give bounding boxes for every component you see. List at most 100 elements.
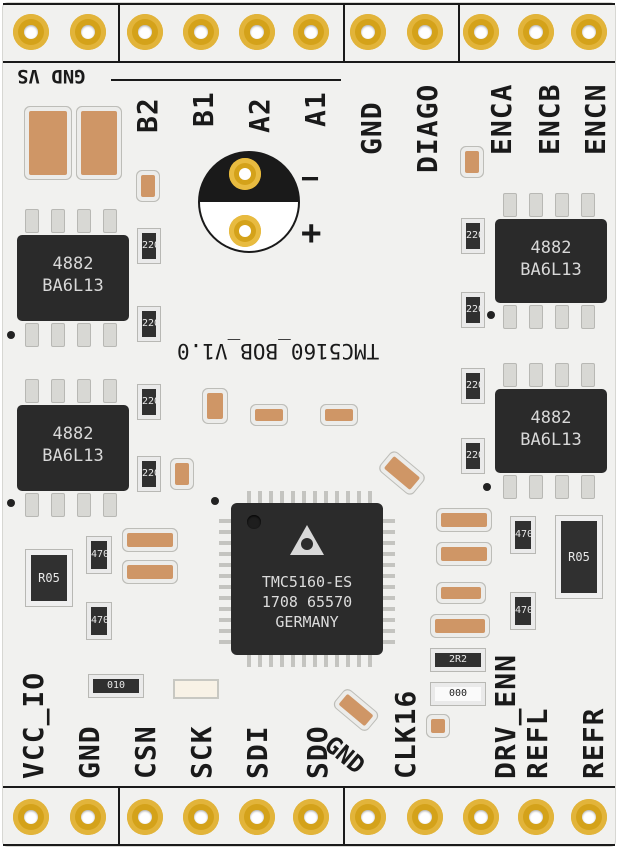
smd-resistor: 220: [466, 297, 484, 323]
header-pin-pad: [239, 799, 275, 835]
via-dot: [487, 311, 495, 319]
pin-label-a1: A1: [299, 91, 332, 127]
pin-label-b2: B2: [131, 97, 164, 133]
pin-label-gnd: GND: [355, 101, 388, 155]
smd-capacitor: [441, 547, 487, 561]
via-dot: [483, 483, 491, 491]
pin-label-diago: DIAGO: [411, 83, 444, 173]
smd-capacitor: [255, 409, 283, 421]
qfp-pin: [383, 541, 395, 545]
smd-capacitor: [383, 455, 421, 491]
smd-resistor: 470: [515, 521, 533, 549]
top-header-border: [3, 3, 615, 5]
pin-label-csn: CSN: [129, 725, 162, 779]
bulk-capacitor: [29, 111, 67, 175]
bulk-capacitor: [81, 111, 117, 175]
pin-label-a2: A2: [243, 97, 276, 133]
qfp-pin: [346, 655, 350, 667]
via-dot: [7, 499, 15, 507]
qfp-pin: [219, 552, 231, 556]
smd-resistor: 220: [142, 461, 160, 487]
bottom-header-divider: [3, 786, 615, 788]
header-pin-pad: [70, 799, 106, 835]
ic-marking-line1: TMC5160-ES: [261, 573, 353, 591]
qfp-pin: [219, 574, 231, 578]
qfp-pin: [383, 640, 395, 644]
power-minus-symbol: −: [301, 161, 320, 196]
qfp-pin: [269, 491, 273, 503]
header-pin-pad: [70, 14, 106, 50]
header-pin-pad: [183, 14, 219, 50]
qfp-pin: [302, 655, 306, 667]
via-dot: [7, 331, 15, 339]
smd-resistor: 220: [466, 373, 484, 399]
header-pin-pad: [518, 14, 554, 50]
header-pin-pad: [350, 799, 386, 835]
qfp-pin: [324, 655, 328, 667]
header-pin-pad: [571, 799, 607, 835]
qfp-pin: [383, 607, 395, 611]
header-separator: [458, 3, 460, 61]
qfp-pin: [219, 519, 231, 523]
qfp-pin: [357, 655, 361, 667]
qfp-pin: [247, 491, 251, 503]
header-separator: [118, 786, 120, 844]
ic-marking-line3: GERMANY: [275, 613, 339, 631]
smd-resistor: 220: [466, 443, 484, 469]
qfp-pin: [280, 491, 284, 503]
qfp-pin: [335, 491, 339, 503]
pin-label-encb: ENCB: [533, 83, 566, 155]
pin-label-enca: ENCA: [485, 83, 518, 155]
qfp-pin: [313, 491, 317, 503]
smd-capacitor: [325, 409, 353, 421]
pin1-marker: [247, 515, 261, 529]
smd-capacitor: [141, 175, 155, 197]
status-led: [173, 679, 219, 699]
header-pin-pad: [293, 799, 329, 835]
trinamic-logo: [290, 525, 324, 555]
qfp-pin: [219, 563, 231, 567]
qfp-pin: [219, 541, 231, 545]
qfp-pin: [383, 618, 395, 622]
header-pin-pad: [293, 14, 329, 50]
smd-resistor: 220: [142, 311, 160, 337]
header-pin-pad: [127, 14, 163, 50]
pin-label-sdi: SDI: [241, 725, 274, 779]
via-dot: [211, 497, 219, 505]
qfp-pin: [357, 491, 361, 503]
smd-resistor: 470: [515, 597, 533, 625]
header-separator: [118, 3, 120, 61]
pin-label-b1: B1: [187, 91, 220, 127]
qfp-pin: [383, 585, 395, 589]
smd-capacitor: [338, 693, 374, 727]
qfp-pin: [383, 563, 395, 567]
qfp-pin: [291, 655, 295, 667]
qfp-pin: [219, 596, 231, 600]
tmc5160-driver-ic: TMC5160-ES 1708 65570 GERMANY: [231, 503, 383, 655]
smd-capacitor: [441, 587, 481, 599]
header-pin-pad: [463, 14, 499, 50]
qfp-pin: [383, 596, 395, 600]
qfp-pin: [280, 655, 284, 667]
smd-capacitor: [435, 619, 485, 633]
pin-label-clk16: CLK16: [389, 689, 422, 779]
pin-label-refr: REFR: [577, 707, 610, 779]
qfp-pin: [247, 655, 251, 667]
qfp-pin: [335, 655, 339, 667]
header-pin-pad: [407, 14, 443, 50]
header-pin-pad: [350, 14, 386, 50]
header-pin-pad: [407, 799, 443, 835]
qfp-pin: [383, 530, 395, 534]
header-pin-pad: [463, 799, 499, 835]
qfp-pin: [383, 519, 395, 523]
qfp-pin: [368, 655, 372, 667]
power-pad-positive: [229, 215, 261, 247]
pin-label-drv-enn: DRV_ENN: [489, 653, 522, 779]
pin-label-refl: REFL: [521, 707, 554, 779]
smd-resistor: 220: [466, 223, 484, 249]
qfp-pin: [346, 491, 350, 503]
smd-resistor: 010: [93, 679, 139, 693]
